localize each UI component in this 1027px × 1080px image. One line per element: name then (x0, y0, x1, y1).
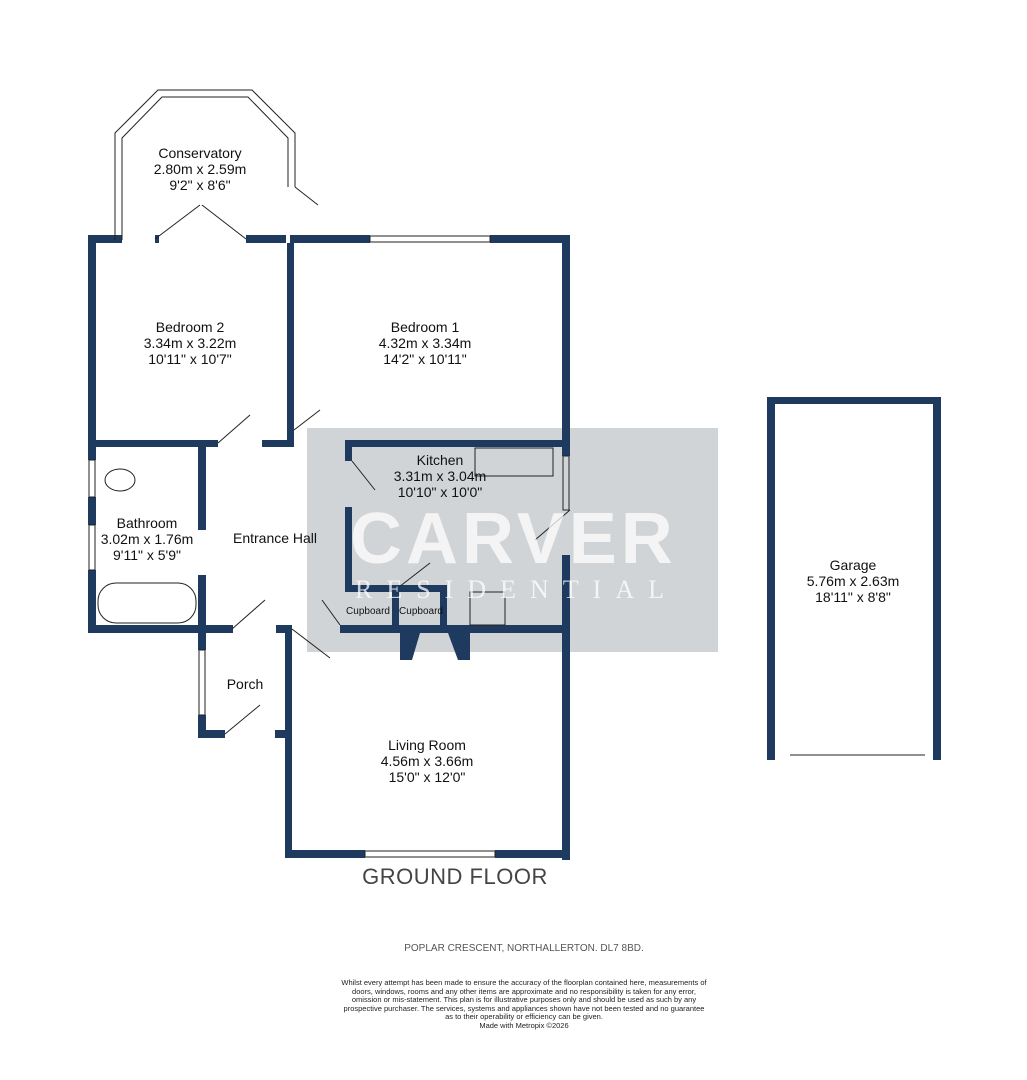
disclaimer-text: Whilst every attempt has been made to en… (341, 978, 707, 1022)
disclaimer: Whilst every attempt has been made to en… (339, 978, 709, 1031)
room-porch: Porch (226, 676, 264, 692)
credit: Made with Metropix ©2026 (479, 1020, 569, 1030)
room-entrance-hall: Entrance Hall (232, 530, 318, 546)
windows-doors (88, 89, 925, 858)
watermark-box (307, 428, 718, 652)
watermark-sub: RESIDENTIAL (355, 575, 678, 604)
walls (88, 235, 941, 860)
room-cupboard-2: Cupboard (399, 606, 443, 617)
address: POPLAR CRESCENT, NORTHALLERTON. DL7 8BD. (404, 943, 644, 954)
floor-title: GROUND FLOOR (362, 864, 548, 889)
room-cupboard-1: Cupboard (346, 606, 390, 617)
watermark-brand: CARVER (350, 499, 677, 579)
